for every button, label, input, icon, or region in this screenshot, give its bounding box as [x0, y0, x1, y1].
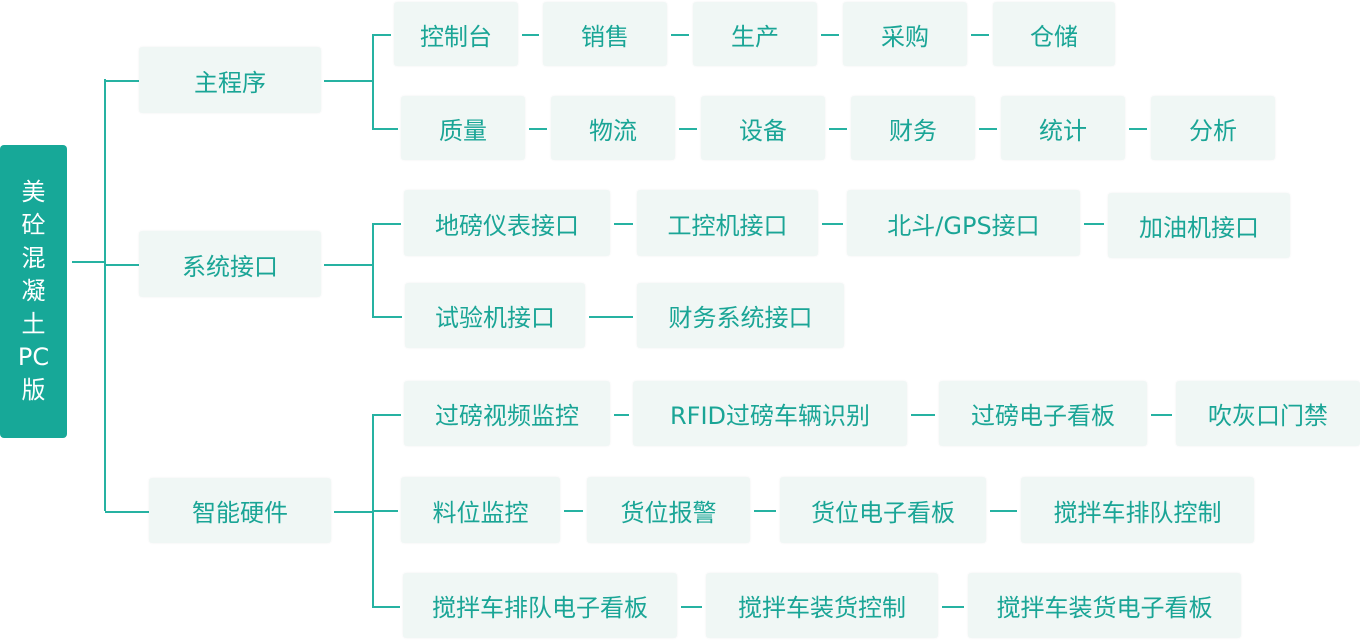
- branch-connector: [334, 511, 372, 513]
- feature-node[interactable]: 货位报警: [587, 477, 750, 543]
- feature-node[interactable]: 搅拌车装货控制: [706, 573, 938, 638]
- row-connector: [372, 223, 401, 225]
- sibling-connector: [589, 316, 633, 318]
- sibling-connector: [829, 128, 847, 130]
- sibling-connector: [979, 128, 997, 130]
- feature-node[interactable]: 加油机接口: [1108, 193, 1290, 258]
- feature-node[interactable]: 工控机接口: [637, 190, 818, 256]
- root-node: 美砼混凝土 PC 版: [0, 145, 67, 438]
- sibling-connector: [1151, 414, 1172, 416]
- root-title-char: 凝: [21, 277, 46, 305]
- feature-node[interactable]: 货位电子看板: [780, 477, 986, 543]
- feature-node[interactable]: 搅拌车排队控制: [1021, 477, 1254, 543]
- sibling-connector: [822, 223, 843, 225]
- branch-connector: [105, 511, 149, 513]
- root-title-char: 砼: [21, 211, 46, 239]
- feature-node[interactable]: 过磅电子看板: [939, 381, 1147, 446]
- trunk-line: [104, 79, 106, 511]
- feature-node[interactable]: 设备: [701, 96, 825, 160]
- feature-node[interactable]: 料位监控: [401, 477, 560, 543]
- root-title-char: 美: [21, 178, 46, 206]
- feature-node[interactable]: 采购: [843, 2, 967, 66]
- feature-node[interactable]: 地磅仪表接口: [404, 190, 610, 256]
- feature-node[interactable]: 质量: [401, 96, 525, 160]
- sibling-connector: [679, 128, 697, 130]
- sibling-connector: [529, 128, 547, 130]
- sibling-connector: [971, 34, 989, 36]
- root-title-char: 混: [21, 244, 46, 272]
- feature-node[interactable]: 财务: [851, 96, 975, 160]
- sibling-connector: [942, 606, 964, 608]
- feature-node[interactable]: 过磅视频监控: [404, 381, 610, 446]
- feature-node[interactable]: 统计: [1001, 96, 1125, 160]
- feature-node[interactable]: 销售: [543, 2, 667, 66]
- branch-spine: [372, 223, 374, 318]
- sibling-connector: [564, 510, 583, 512]
- row-connector: [372, 34, 391, 36]
- feature-node[interactable]: RFID过磅车辆识别: [633, 381, 907, 446]
- sibling-connector: [1084, 223, 1104, 225]
- sibling-connector: [681, 606, 702, 608]
- feature-node[interactable]: 控制台: [394, 2, 518, 66]
- sibling-connector: [754, 510, 776, 512]
- sibling-connector: [911, 414, 935, 416]
- row-connector: [372, 606, 400, 608]
- sibling-connector: [990, 510, 1017, 512]
- feature-node[interactable]: 仓储: [993, 2, 1115, 66]
- feature-node[interactable]: 吹灰口门禁: [1176, 381, 1360, 446]
- feature-node[interactable]: 搅拌车装货电子看板: [968, 573, 1241, 638]
- row-connector: [372, 316, 402, 318]
- sibling-connector: [522, 34, 539, 36]
- row-connector: [372, 510, 398, 512]
- row-connector: [372, 128, 398, 130]
- feature-node[interactable]: 北斗/GPS接口: [847, 190, 1080, 256]
- sibling-connector: [614, 414, 629, 416]
- category-node[interactable]: 主程序: [139, 47, 321, 113]
- feature-node[interactable]: 分析: [1151, 96, 1275, 160]
- branch-connector: [324, 264, 372, 266]
- branch-connector: [105, 264, 139, 266]
- row-connector: [372, 414, 401, 416]
- feature-node[interactable]: 生产: [693, 2, 817, 66]
- sibling-connector: [614, 223, 633, 225]
- branch-connector: [324, 80, 372, 82]
- root-title-char: 土: [21, 310, 46, 338]
- feature-node[interactable]: 物流: [551, 96, 675, 160]
- category-node[interactable]: 系统接口: [139, 231, 321, 297]
- feature-node[interactable]: 财务系统接口: [637, 283, 844, 348]
- sibling-connector: [671, 34, 689, 36]
- branch-connector: [105, 80, 139, 82]
- root-connector: [72, 261, 105, 263]
- feature-node[interactable]: 试验机接口: [405, 283, 585, 348]
- sibling-connector: [821, 34, 839, 36]
- root-title-char: 版: [21, 376, 46, 404]
- branch-spine: [372, 34, 374, 130]
- root-title-char: PC: [17, 343, 50, 371]
- sibling-connector: [1129, 128, 1147, 130]
- category-node[interactable]: 智能硬件: [149, 478, 331, 543]
- feature-node[interactable]: 搅拌车排队电子看板: [403, 573, 677, 638]
